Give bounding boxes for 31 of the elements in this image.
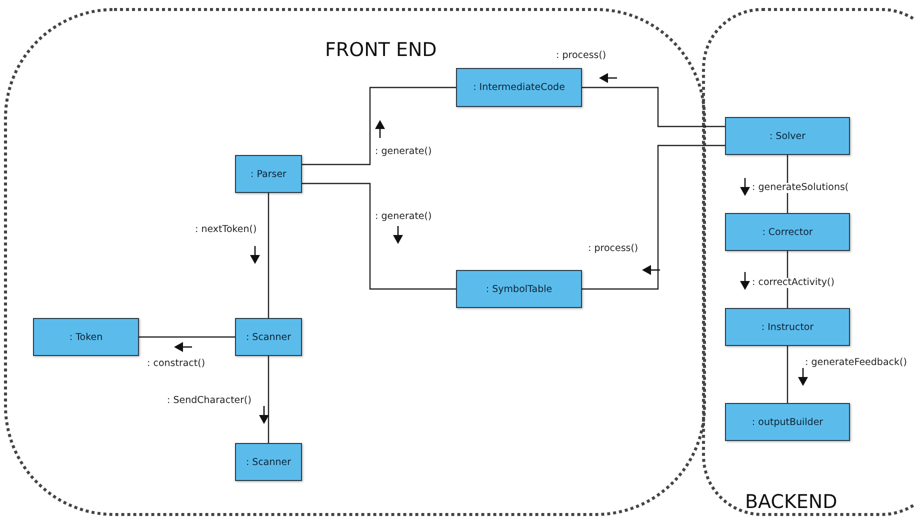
edge-label: : SendCharacter() — [167, 396, 252, 406]
object-box: : Parser — [235, 155, 302, 193]
object-box: : Scanner — [235, 443, 302, 481]
edge-label: : correctActivity() — [752, 278, 834, 288]
edge-label: : process() — [588, 244, 638, 254]
edge-label: : nextToken() — [195, 225, 257, 236]
edge-label: : generateSolutions( — [752, 183, 849, 194]
object-box: : Instructor — [725, 308, 850, 346]
edge-label: : process() — [556, 51, 606, 62]
object-box: : Solver — [725, 117, 850, 155]
object-box: : Token — [33, 318, 139, 356]
edge-label: : generate() — [375, 212, 432, 222]
object-box: : SymbolTable — [456, 270, 582, 308]
connector-line — [302, 182, 456, 290]
object-box: : IntermediateCode — [456, 68, 582, 107]
object-box: : outputBuilder — [725, 403, 850, 441]
connector-line — [302, 86, 456, 166]
edge-label: : generateFeedback() — [805, 358, 907, 368]
region-boundary — [702, 8, 914, 516]
connector-line — [786, 346, 788, 403]
connector-line — [139, 336, 235, 338]
connector-line — [582, 86, 725, 128]
edge-label: : generate() — [375, 147, 432, 158]
connector-line — [582, 144, 725, 290]
edge-label: : constract() — [147, 359, 206, 370]
connector-line — [268, 193, 270, 318]
object-box: : Scanner — [235, 318, 302, 356]
connector-line — [268, 356, 270, 443]
object-box: : Corrector — [725, 213, 850, 251]
region-title: FRONT END — [325, 39, 437, 61]
region-title: BACKEND — [745, 491, 838, 513]
